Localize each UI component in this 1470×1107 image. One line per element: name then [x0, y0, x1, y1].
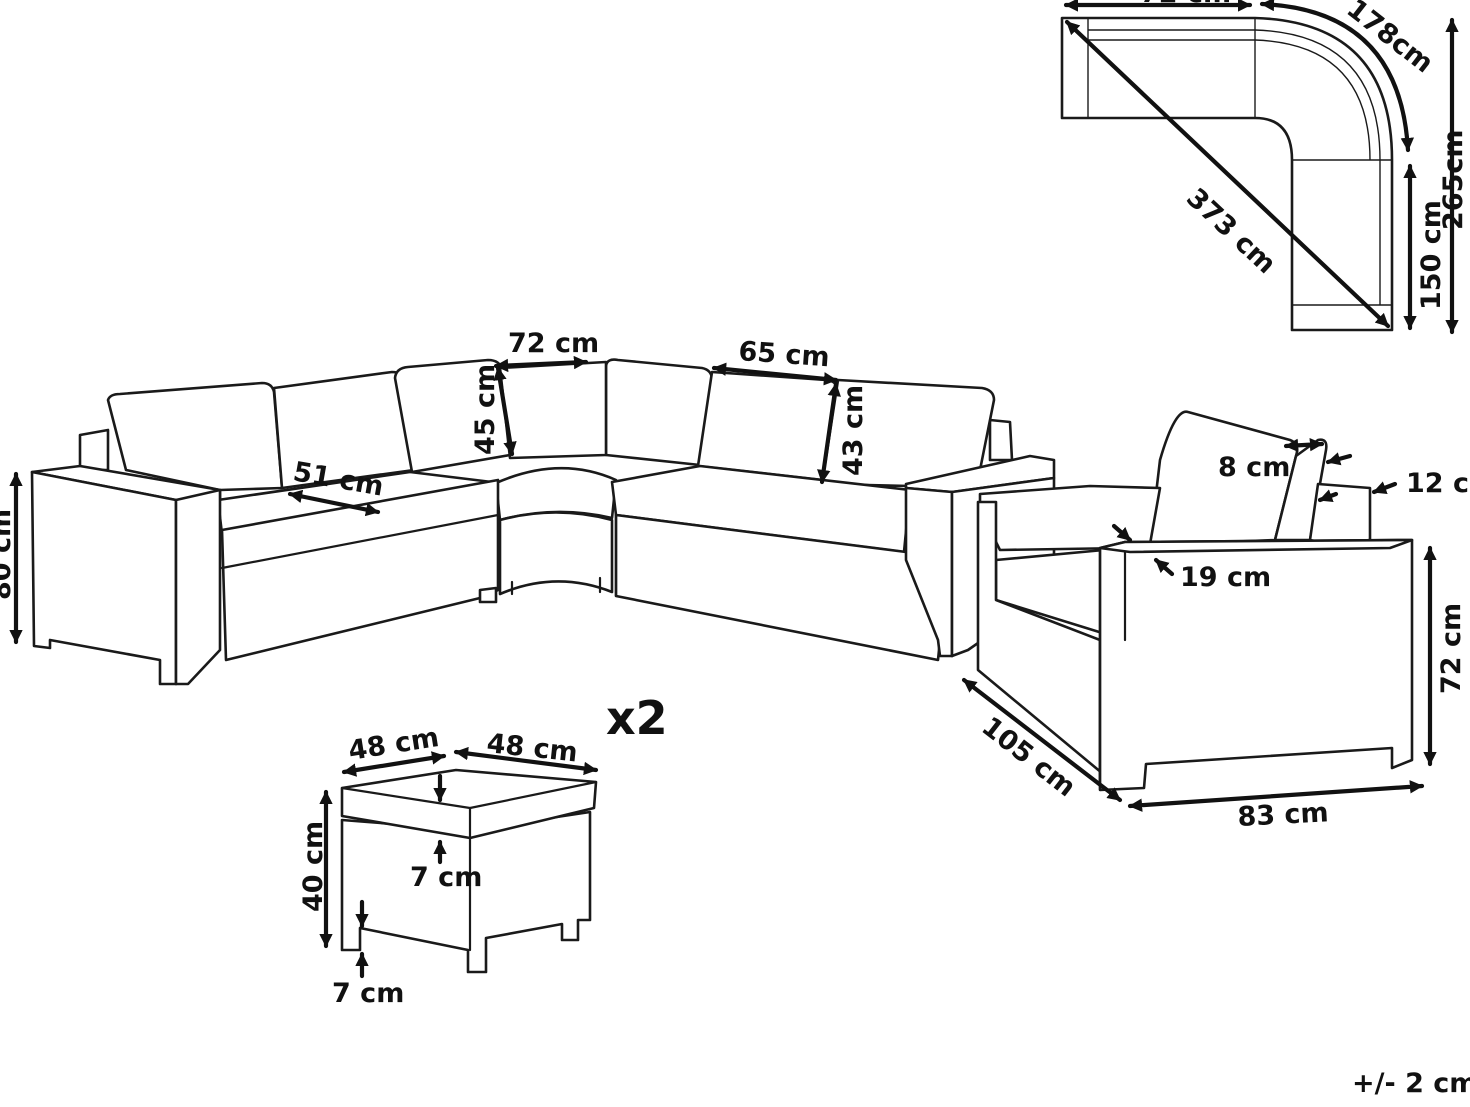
label-chair-arm: 12 cm — [1406, 468, 1470, 499]
corner-sofa — [30, 358, 1056, 686]
label-tolerance: +/- 2 cm — [1352, 1068, 1470, 1099]
label-chair-seat: 19 cm — [1180, 562, 1271, 593]
label-top-width: 72 cm — [1140, 0, 1231, 9]
label-chair-back-thickness: 8 cm — [1218, 452, 1290, 483]
label-top-diagonal: 373 cm — [1180, 182, 1282, 280]
label-top-side: 150 cm — [1416, 200, 1447, 310]
label-multiplier: x2 — [606, 691, 668, 745]
label-stool-leg: 7 cm — [332, 978, 404, 1009]
label-top-total: 265cm — [1438, 130, 1469, 231]
stool — [340, 768, 598, 974]
label-stool-height: 40 cm — [298, 821, 329, 912]
label-stool-width-right: 48 cm — [485, 728, 579, 768]
label-chair-height: 72 cm — [1436, 603, 1467, 694]
label-sofa-height: 80 cm — [0, 509, 17, 600]
label-chair-width: 83 cm — [1237, 797, 1330, 833]
label-back-width: 72 cm — [508, 328, 599, 359]
label-back-height: 45 cm — [470, 364, 501, 455]
label-cushion-height: 43 cm — [838, 385, 869, 476]
label-cushion-width: 65 cm — [738, 336, 831, 373]
label-stool-cushion: 7 cm — [410, 862, 482, 893]
